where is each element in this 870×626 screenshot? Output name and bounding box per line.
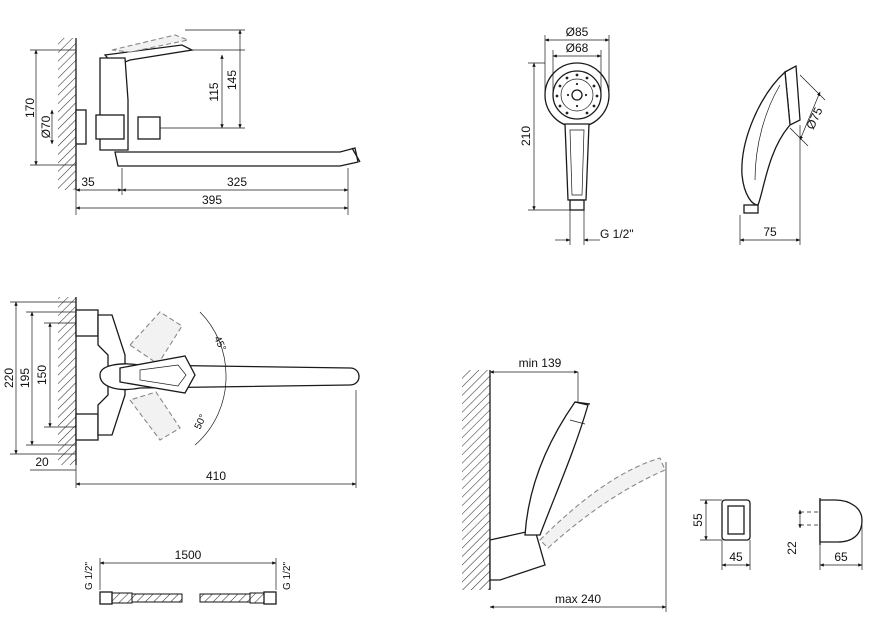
dim-22: 22 [785, 541, 799, 555]
holder-side [819, 499, 863, 543]
wall-holder [489, 529, 546, 581]
wall-hatch-top [58, 297, 76, 465]
dim-115: 115 [207, 82, 221, 101]
dim-410: 410 [206, 469, 226, 483]
dim-min-139: min 139 [519, 356, 562, 370]
dim-45: 45 [729, 550, 743, 564]
faucet-top-view: 45° 50° 220 195 150 20 410 [2, 297, 360, 488]
dim-d85: Ø85 [566, 25, 589, 39]
dim-395: 395 [202, 193, 222, 207]
nozzle-dots [555, 73, 599, 115]
hose-body-left [131, 593, 183, 603]
dim-55: 55 [691, 513, 705, 527]
dim-65: 65 [834, 550, 848, 564]
dim-325: 325 [227, 175, 247, 189]
handle-ghost-up [129, 311, 183, 365]
hose-nut-left [99, 591, 113, 605]
wall-hatch [58, 38, 76, 190]
head-outer [544, 62, 610, 128]
thread-left: G 1/2" [84, 562, 95, 590]
eccentric-bottom [75, 413, 99, 441]
lever-ghost [111, 34, 190, 53]
dim-220: 220 [2, 368, 16, 388]
inlet-nut [95, 114, 125, 140]
holder-detail: 55 45 22 65 [691, 498, 863, 570]
eccentric-top [75, 309, 99, 337]
spout [114, 147, 359, 167]
dim-d70: Ø70 [39, 115, 53, 138]
dim-thread-head: G 1/2" [600, 227, 634, 241]
handle-side [741, 70, 791, 206]
handle-ghost-down [129, 391, 181, 441]
shower-head-side: Ø75 75 [739, 64, 826, 245]
shower-in-holder [524, 401, 589, 536]
faucet-side-view: 170 Ø70 115 145 35 325 395 [23, 29, 361, 215]
hose-body-right [199, 593, 251, 603]
hose-nut-right [263, 591, 277, 605]
dim-20: 20 [35, 455, 49, 469]
dim-d75: Ø75 [803, 105, 825, 132]
angle-45: 45° [211, 335, 227, 353]
dim-195: 195 [18, 368, 32, 388]
dim-d68: Ø68 [566, 41, 589, 55]
holder-front [721, 499, 751, 541]
shower-head-front: Ø85 Ø68 210 G 1/2" [519, 25, 634, 245]
dim-145: 145 [225, 70, 239, 90]
dim-1500: 1500 [175, 548, 202, 562]
shower-ghost [539, 457, 666, 549]
diverter-knob [137, 116, 161, 140]
dim-max-240: max 240 [555, 592, 601, 606]
thread-right: G 1/2" [282, 562, 293, 590]
dim-170: 170 [23, 98, 37, 118]
flange [75, 109, 87, 145]
dim-210: 210 [519, 126, 533, 146]
dim-35: 35 [81, 175, 95, 189]
wall-holder-assembly: min 139 max 240 [462, 356, 667, 612]
hose: 1500 G 1/2" G 1/2" [84, 548, 293, 605]
handle [564, 123, 590, 201]
angle-50: 50° [193, 413, 209, 431]
dim-150: 150 [35, 365, 49, 385]
wall-hatch-holder [462, 370, 490, 590]
dim-75: 75 [763, 225, 777, 239]
